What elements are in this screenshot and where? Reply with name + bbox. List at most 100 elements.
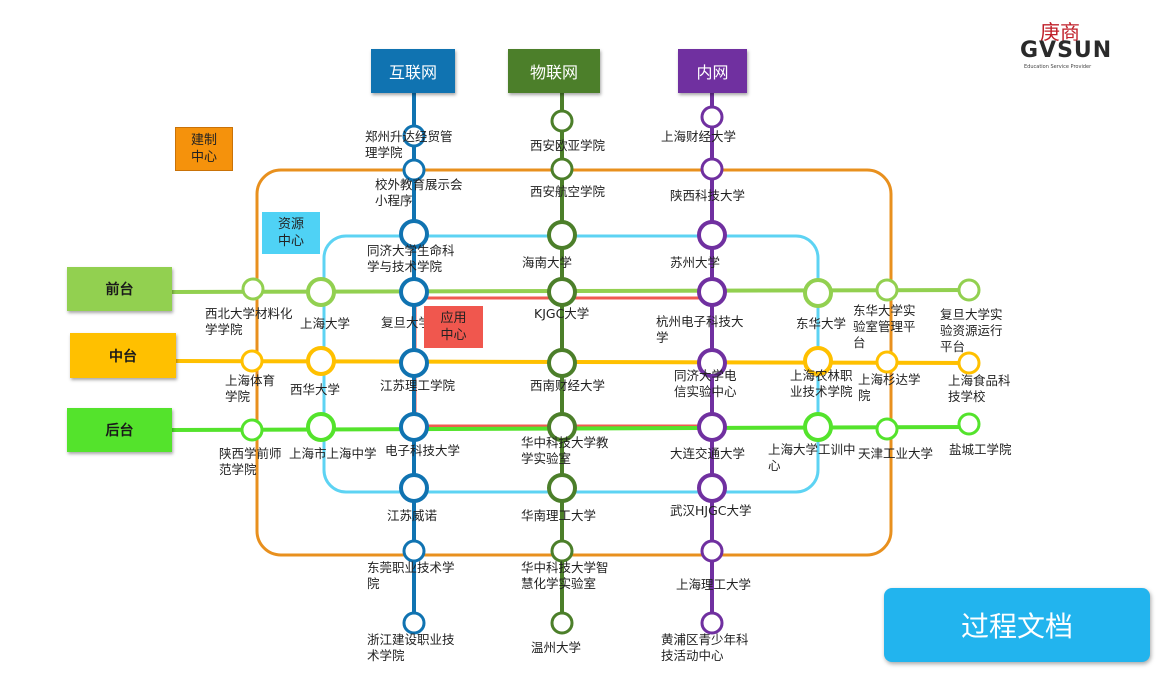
middle-tier-box[interactable]: 中台 [70,333,176,378]
station-shanghai-food-school[interactable] [957,351,981,375]
station-label-soochow-university: 苏州大学 [670,255,720,270]
station-label-line: 陕西科技大学 [670,188,745,203]
station-label-line: 盐城工学院 [949,442,1012,457]
internet-network-label: 互联网 [388,63,437,82]
stations-layer [240,105,981,635]
station-jiangsu-tech[interactable] [399,348,429,378]
station-hainan-university[interactable] [547,220,577,250]
station-huangpu-youth-center[interactable] [700,611,724,635]
process-document-button[interactable]: 过程文档 [884,588,1150,662]
station-label-line: 西北大学材料化 [205,306,293,321]
intranet-network-box[interactable]: 内网 [678,49,747,93]
station-label-line: 武汉HJGC大学 [670,503,752,518]
station-uestc[interactable] [399,412,429,442]
resource-center-tag[interactable]: 资源 中心 [262,212,320,254]
station-label-shanghai-food-school: 上海食品科技学校 [948,373,1011,404]
station-label-line: 江苏威诺 [387,508,437,523]
station-hdu[interactable] [697,277,727,307]
internet-network-box[interactable]: 互联网 [371,49,455,93]
station-label-line: 天津工业大学 [858,446,933,461]
iot-network-box[interactable]: 物联网 [508,49,600,93]
station-sufe[interactable] [700,105,724,129]
station-label-line: 技活动中心 [661,648,724,663]
station-expo-miniprogram[interactable] [402,158,426,182]
station-label-xian-aeronautical: 西安航空学院 [530,184,606,199]
station-fudan-university[interactable] [399,277,429,307]
station-wuhan-hjgc[interactable] [697,473,727,503]
station-jiangsu-weinuo[interactable] [399,473,429,503]
station-label-line: 上海理工大学 [676,577,751,592]
station-label-line: 平台 [940,339,965,354]
station-nwu-materials-chem[interactable] [241,277,265,301]
station-shaanxi-sust[interactable] [700,157,724,181]
station-hust-teaching-lab[interactable] [547,412,577,442]
station-label-huangpu-youth-center: 黄浦区青少年科技活动中心 [661,632,749,663]
station-label-line: 同济大学生命科 [367,243,455,258]
logo-wordmark: GVSUN [1020,38,1113,63]
front-tier-box[interactable]: 前台 [67,267,172,311]
application-center-tag[interactable]: 应用 中心 [424,306,483,348]
station-scut[interactable] [547,473,577,503]
station-label-line: 业技术学院 [790,384,853,399]
station-sanda-university[interactable] [875,350,899,374]
station-dongguan-polytechnic[interactable] [402,539,426,563]
station-dhu-lab-platform[interactable] [875,278,899,302]
station-label-line: 上海体育 [225,373,275,388]
station-label-line: 小程序 [375,193,413,208]
station-label-shanghai-high-school: 上海市上海中学 [289,446,377,461]
station-label-line: 郑州升达经贸管 [365,129,453,144]
station-yancheng-institute[interactable] [957,412,981,436]
station-shanghai-high-school[interactable] [306,412,336,442]
station-label-shanghai-university: 上海大学 [300,316,350,331]
station-shanghai-university[interactable] [306,277,336,307]
station-kjgc-university[interactable] [547,277,577,307]
logo-tagline: Education Service Provider [1024,64,1092,70]
station-usst[interactable] [700,539,724,563]
station-shaanxi-preschool[interactable] [240,418,264,442]
station-tongji-life-science[interactable] [399,219,429,249]
station-xian-aeronautical[interactable] [550,157,574,181]
station-label-line: 心 [768,458,781,473]
station-label-hust-smart-chem-lab: 华中科技大学智慧化学实验室 [521,560,609,591]
station-label-line: 东莞职业技术学 [367,560,455,575]
build-center-tag[interactable]: 建制 中心 [175,127,233,171]
station-xian-eurasia[interactable] [550,109,574,133]
station-zhengzhou-shengda[interactable] [402,124,426,148]
station-hust-smart-chem-lab[interactable] [550,539,574,563]
front-tier-label: 前台 [105,282,134,298]
station-label-sufe: 上海财经大学 [661,129,736,144]
station-shanghai-sport[interactable] [240,349,264,373]
station-dalian-jiaotong[interactable] [697,412,727,442]
station-swufe[interactable] [547,348,577,378]
station-donghua-university[interactable] [803,278,833,308]
back-tier-box[interactable]: 后台 [67,408,172,452]
station-label-line: 复旦大学 [381,315,431,330]
station-label-tianjin-polytechnic: 天津工业大学 [858,446,933,461]
station-label-jiangsu-tech: 江苏理工学院 [380,378,456,393]
station-soochow-university[interactable] [697,220,727,250]
station-label-hust-teaching-lab: 华中科技大学教学实验室 [521,435,609,466]
station-label-line: 上海大学 [300,316,350,331]
station-shu-engineering-center[interactable] [803,412,833,442]
station-label-line: 上海食品科 [948,373,1011,388]
station-tongji-telecom-lab[interactable] [697,348,727,378]
station-label-line: 陕西学前师 [219,446,282,461]
station-tianjin-polytechnic[interactable] [875,417,899,441]
station-label-line: 学与技术学院 [367,259,443,274]
station-label-line: 黄浦区青少年科 [661,632,749,647]
station-label-line: 电子科技大学 [385,443,460,458]
station-wenzhou-university[interactable] [550,611,574,635]
station-label-xian-eurasia: 西安欧亚学院 [530,138,606,153]
station-label-wuhan-hjgc: 武汉HJGC大学 [670,503,752,518]
station-fudan-resource-platform[interactable] [957,278,981,302]
station-label-line: 大连交通大学 [670,446,745,461]
station-label-usst: 上海理工大学 [676,577,751,592]
station-label-line: 复旦大学实 [940,307,1003,322]
station-zhejiang-construction[interactable] [402,611,426,635]
intranet-network-label: 内网 [696,63,729,82]
station-xihua-university[interactable] [306,346,336,376]
station-label-line: 华中科技大学教 [521,435,609,450]
middle-tier-label: 中台 [109,348,137,365]
station-label-line: 上海大学工训中 [768,442,856,457]
station-shanghai-agri-forestry[interactable] [803,346,833,376]
